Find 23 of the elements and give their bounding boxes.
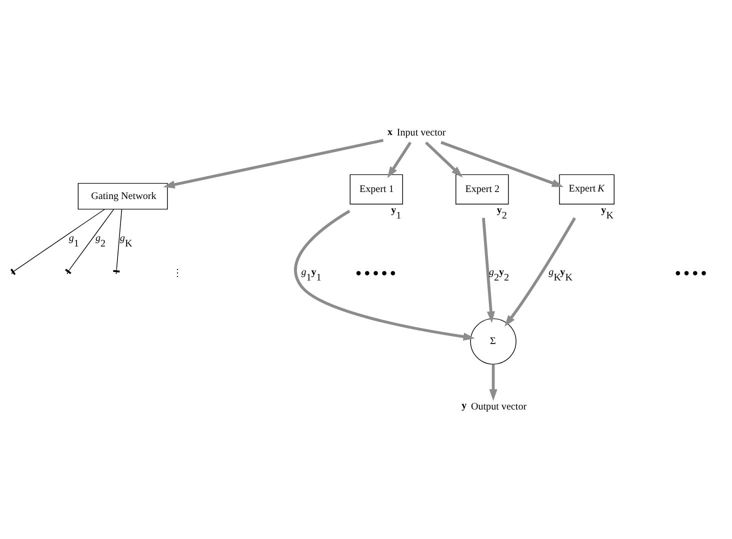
label: ● ● ● ●	[674, 268, 707, 279]
connector	[14, 209, 105, 272]
node-box: Expert 2	[456, 174, 509, 205]
label: ● ● ● ● ●	[356, 268, 396, 279]
arrow	[504, 217, 576, 327]
connector	[69, 209, 114, 270]
node-text: x	[388, 126, 393, 138]
node-box: Expert 1	[350, 174, 403, 205]
node-box: Gating Network	[78, 182, 168, 210]
arrow	[387, 142, 412, 178]
arrow	[424, 141, 463, 178]
node-box: Expert K	[559, 174, 614, 205]
node-label: Input vector	[396, 128, 446, 139]
arrow	[163, 138, 384, 189]
arrow	[440, 141, 564, 188]
arrow	[294, 210, 475, 341]
connector	[116, 209, 122, 270]
arrow	[489, 364, 498, 401]
label: ⋮	[172, 268, 182, 279]
node-text: y	[462, 400, 467, 412]
node-circle: Σ	[470, 318, 516, 365]
node-label: Output vector	[470, 401, 527, 412]
arrow	[482, 218, 495, 323]
